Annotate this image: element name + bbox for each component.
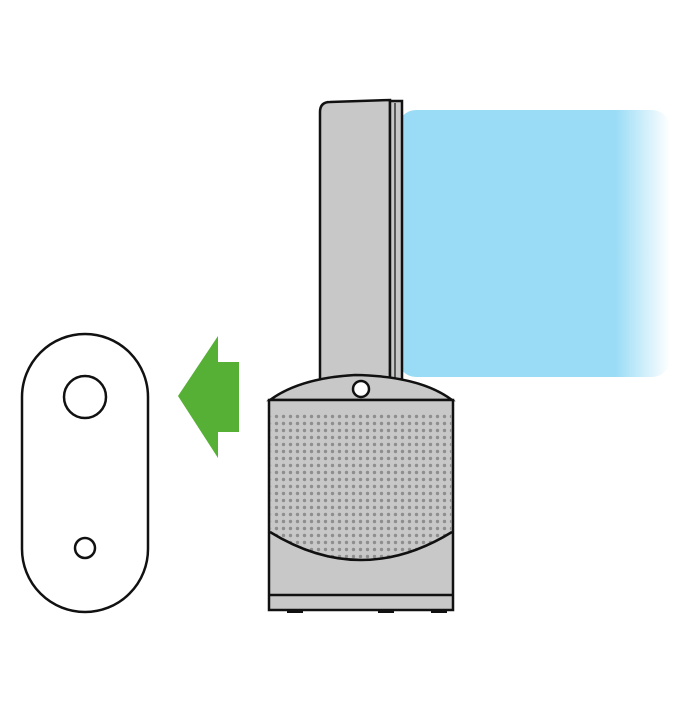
remote-small-button [73,536,97,560]
device-grille [270,412,452,560]
remote-control-icon [20,332,150,614]
purifier-fan-icon [266,98,456,613]
arrow-left-icon [178,336,239,458]
airflow-stream-icon [398,110,670,377]
device-sensor-button [351,379,371,399]
remote-power-button [62,374,108,420]
device-tower [318,98,392,384]
device-ring-edge [388,99,404,384]
